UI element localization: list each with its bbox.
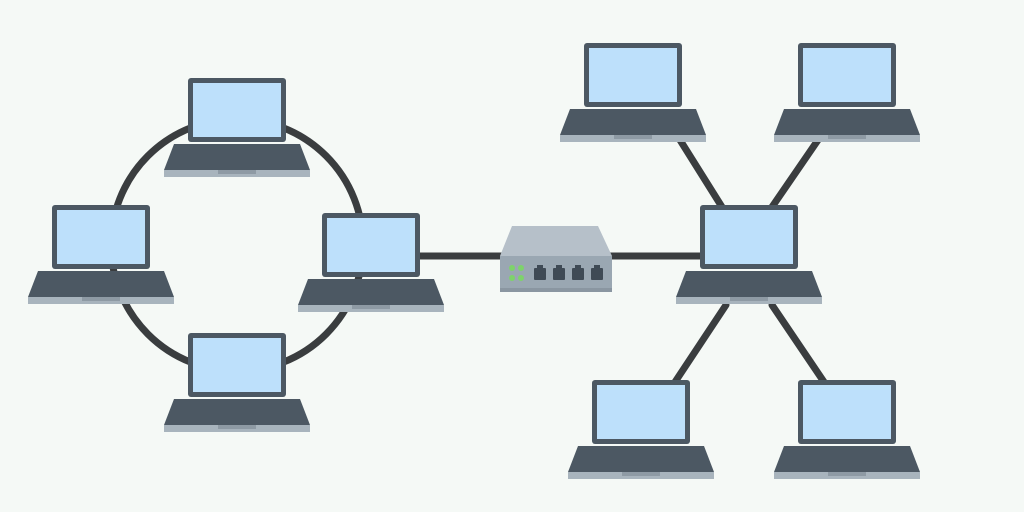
cable-hub-to-star-node-top-right bbox=[768, 136, 822, 211]
network-switch-icon bbox=[500, 226, 612, 292]
star-node-bottom-right-laptop-icon bbox=[774, 380, 920, 479]
switch-led-1 bbox=[509, 265, 515, 271]
star-node-top-left-laptop-icon bbox=[560, 43, 706, 142]
switch-port-4 bbox=[591, 265, 603, 280]
switch-port-3 bbox=[572, 265, 584, 280]
switch-led-2 bbox=[518, 265, 524, 271]
switch-port-1 bbox=[534, 265, 546, 280]
star-node-top-right-laptop-icon bbox=[774, 43, 920, 142]
ring-node-right-laptop-icon bbox=[298, 213, 444, 312]
cable-hub-to-star-node-bottom-left bbox=[671, 301, 730, 386]
ring-node-left-laptop-icon bbox=[28, 205, 174, 304]
switch-led-3 bbox=[509, 275, 515, 281]
star-node-bottom-left-laptop-icon bbox=[568, 380, 714, 479]
switch-led-4 bbox=[518, 275, 524, 281]
cable-hub-to-star-node-top-left bbox=[676, 136, 726, 211]
ring-node-bottom-laptop-icon bbox=[164, 333, 310, 432]
switch-port-2 bbox=[553, 265, 565, 280]
device-group bbox=[28, 43, 920, 479]
cable-hub-to-star-node-bottom-right bbox=[768, 301, 828, 386]
